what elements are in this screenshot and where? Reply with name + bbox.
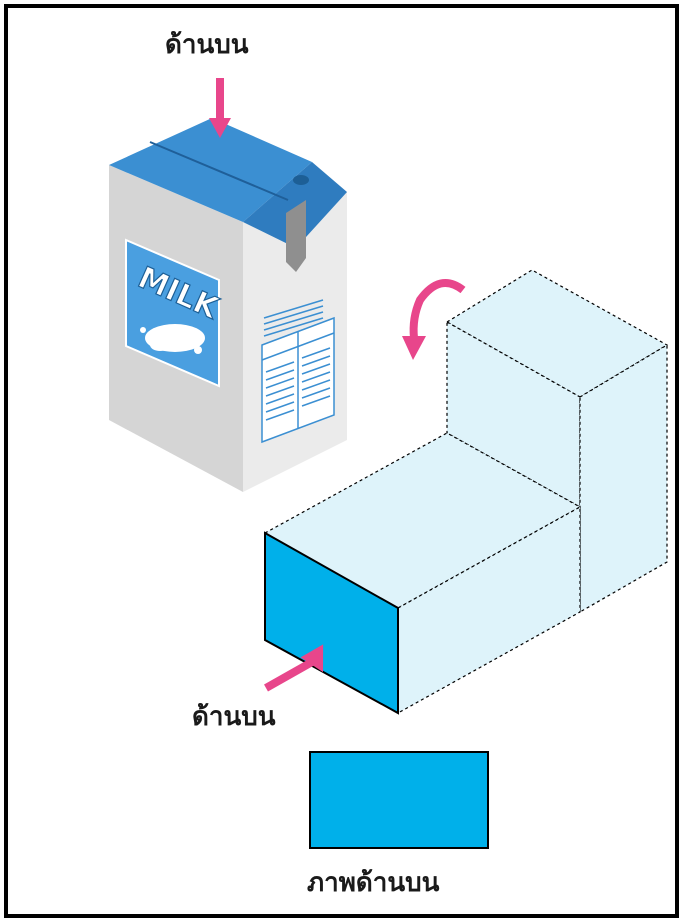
block-tall-left (446, 320, 581, 509)
block-front-face (264, 531, 399, 715)
carton-top-side (243, 162, 347, 248)
block-tall-right (579, 343, 668, 614)
carton-top-face (109, 118, 312, 222)
stepped-block (263, 269, 669, 715)
top-view-rectangle (309, 751, 489, 849)
milk-label: MILK (125, 238, 225, 388)
carton-spout (293, 175, 309, 185)
front-arrow-icon (264, 644, 324, 692)
milk-carton: MILK (109, 118, 347, 492)
top-arrow-icon (209, 78, 231, 138)
rotate-arrow-icon (402, 278, 466, 360)
diagram-frame (4, 4, 679, 918)
top-view-caption: ภาพด้านบน (307, 868, 440, 898)
carton-flap (286, 200, 306, 272)
top-label-carton: ด้านบน (165, 30, 249, 60)
block-low-right (397, 505, 581, 715)
nutrition-panel (261, 299, 335, 444)
top-label-block: ด้านบน (192, 702, 276, 732)
